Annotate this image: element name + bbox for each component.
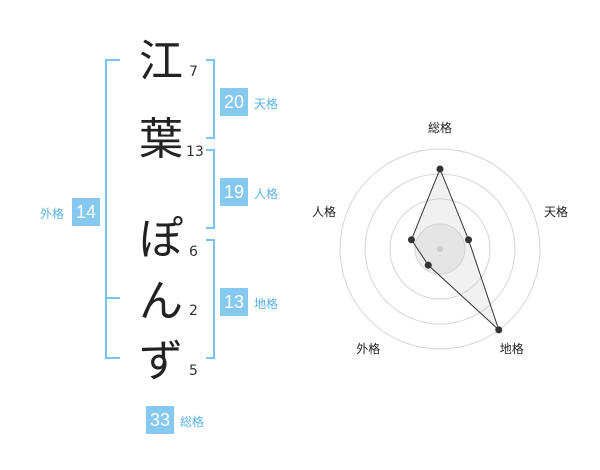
outer-bracket <box>105 59 120 359</box>
tenkaku-value: 20 <box>220 88 248 116</box>
stroke-count-2: 13 <box>186 144 204 160</box>
stroke-count-5: 5 <box>189 363 198 379</box>
radar-axis-label-1: 天格 <box>544 205 569 220</box>
chikaku-value: 13 <box>220 288 248 316</box>
chikaku-label: 地格 <box>254 297 279 311</box>
name-char-5: ず <box>139 336 183 387</box>
radar-ring <box>389 198 491 300</box>
radar-ring <box>414 223 466 275</box>
radar-point-0 <box>436 165 444 173</box>
chikaku-bracket <box>206 239 215 359</box>
jinkaku-bracket <box>206 149 215 229</box>
tenkaku-label: 天格 <box>254 97 279 111</box>
stroke-count-4: 2 <box>189 303 198 319</box>
radar-center <box>437 246 443 252</box>
name-char-4: ん <box>139 276 183 327</box>
name-char-1: 江 <box>139 36 183 87</box>
jinkaku-label: 人格 <box>254 187 279 201</box>
radar-ring <box>339 148 541 350</box>
name-char-2: 葉 <box>139 114 183 165</box>
radar-point-4 <box>407 236 415 244</box>
radar-ring <box>364 173 516 325</box>
radar-series-area <box>410 167 500 331</box>
tenkaku-bracket <box>206 59 215 139</box>
jinkaku-value: 19 <box>220 178 248 206</box>
gaikaku-value: 14 <box>72 198 100 226</box>
radar-point-1 <box>465 236 473 244</box>
radar-point-3 <box>424 261 432 269</box>
stroke-count-1: 7 <box>189 64 198 80</box>
radar-point-2 <box>495 326 503 334</box>
radar-axis-label-4: 人格 <box>311 205 336 220</box>
stroke-count-3: 6 <box>189 244 198 260</box>
radar-axis-label-0: 総格 <box>427 121 452 135</box>
radar-axis-label-2: 地格 <box>499 341 524 356</box>
gaikaku-label: 外格 <box>40 207 65 221</box>
radar-axis-label-3: 外格 <box>356 341 381 356</box>
name-char-3: ぽ <box>139 214 183 265</box>
soukaku-label: 総格 <box>180 415 205 429</box>
soukaku-value: 33 <box>146 406 174 434</box>
